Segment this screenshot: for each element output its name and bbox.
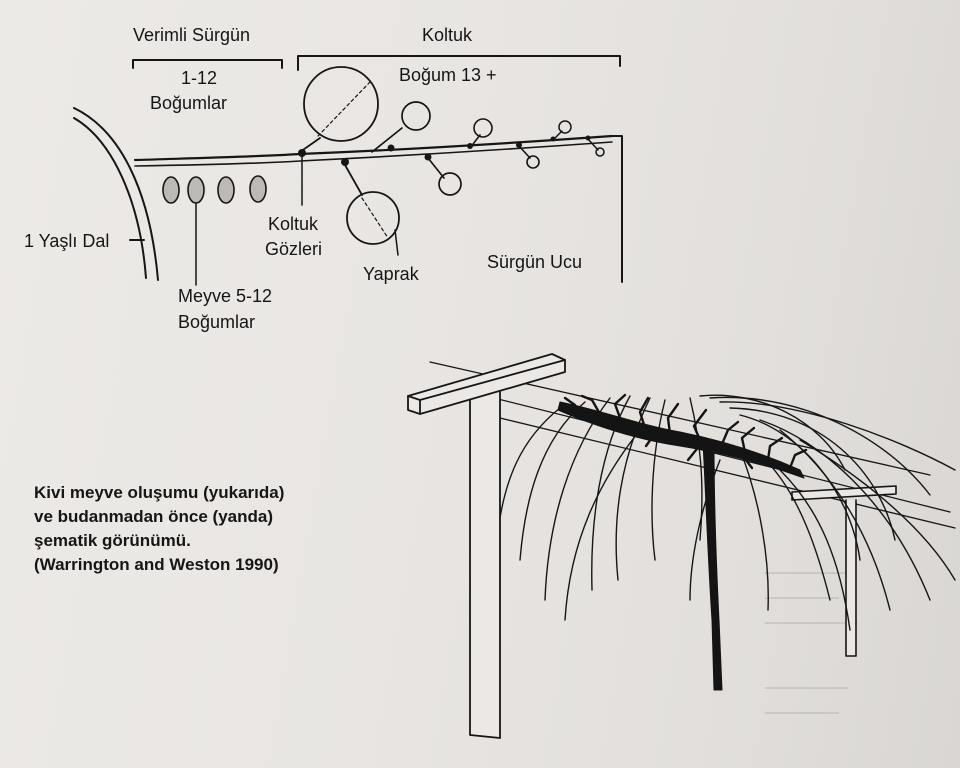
axillary-bud: [467, 143, 473, 149]
near-trellis-post: [407, 353, 566, 739]
cane: [759, 419, 931, 601]
trellis-diagram: [407, 353, 956, 739]
label-meyve-1: Meyve 5-12: [178, 286, 273, 306]
cane: [779, 429, 891, 611]
bleed-through-text: ▁▁▁▁▁▁▁▁: [765, 700, 839, 714]
cane: [689, 397, 703, 541]
shoot-structure-diagram: [73, 55, 623, 286]
cane: [651, 399, 666, 561]
axillary-bud: [424, 153, 432, 161]
one-year-branch: [73, 117, 147, 279]
bracket-koltuk: [297, 55, 621, 71]
cane: [615, 397, 651, 581]
cane: [719, 401, 956, 471]
fruit-row: [162, 175, 267, 286]
caption-line: Kivi meyve oluşumu (yukarıda): [34, 483, 285, 502]
axillary-bud: [550, 136, 556, 142]
cane: [699, 394, 846, 471]
trunk: [702, 441, 723, 691]
leaf: [518, 145, 540, 169]
cane: [799, 439, 956, 581]
axillary-buds: [298, 135, 591, 166]
axillary-bud: [516, 142, 522, 148]
axillary-bud: [341, 158, 349, 166]
label-koltuk: Koltuk: [422, 25, 473, 45]
fruit: [217, 176, 235, 204]
fruit: [187, 176, 205, 204]
cane: [729, 407, 896, 541]
label-yaprak: Yaprak: [363, 264, 419, 284]
vine-spurs: [563, 393, 808, 470]
fruit: [249, 175, 267, 203]
axillary-bud: [298, 149, 306, 157]
bleed-through-text: ▁▁▁▁▁▁▁▁▁: [765, 560, 849, 574]
label-koltuk-gozleri-1: Koltuk: [268, 214, 319, 234]
axillary-bud: [387, 144, 395, 152]
bleed-through-text: ▁▁▁▁▁▁▁▁: [765, 585, 839, 599]
bracket-verimli-surgun: [132, 59, 283, 69]
label-bogumlar: Boğumlar: [150, 93, 228, 113]
one-year-branch: [73, 107, 159, 281]
leaf: [344, 164, 400, 256]
figure-caption: Kivi meyve oluşumu (yukarıda) ve budanma…: [34, 481, 284, 577]
cane: [519, 401, 586, 561]
cane: [759, 454, 831, 601]
cane: [497, 407, 561, 531]
label-nodes-range: 1-12: [181, 68, 218, 88]
label-meyve-2: Boğumlar: [178, 312, 256, 332]
label-bogum-13: Boğum 13 +: [399, 65, 497, 85]
bleed-through-text: ▁▁▁▁▁▁▁▁▁▁: [765, 610, 858, 624]
cane: [544, 397, 611, 601]
leaf: [552, 120, 572, 141]
label-bir-yasli-dal: 1 Yaşlı Dal: [24, 231, 110, 251]
leaf: [427, 157, 462, 196]
caption-line: ve budanmadan önce (yanda): [34, 507, 273, 526]
cane: [779, 469, 851, 631]
label-verimli-surgun: Verimli Sürgün: [133, 25, 251, 45]
leaf: [371, 101, 431, 153]
axillary-bud: [585, 135, 591, 141]
cane: [739, 449, 769, 611]
cane: [709, 396, 931, 496]
far-trellis-post: [791, 485, 897, 657]
fruiting-shoot: [134, 141, 613, 167]
bleed-through-text: ▁▁▁▁▁▁▁▁▁: [765, 675, 849, 689]
fruiting-shoot: [133, 134, 614, 162]
label-surgun-ucu: Sürgün Ucu: [487, 252, 583, 272]
label-koltuk-gozleri-2: Gözleri: [265, 239, 323, 259]
leaf: [299, 66, 379, 153]
vine-trunk: [557, 401, 805, 691]
cordon: [557, 401, 805, 479]
caption-line: (Warrington and Weston 1990): [34, 555, 279, 574]
fruit: [162, 176, 180, 204]
shoot-tip-outline: [611, 135, 623, 283]
caption-line: şematik görünümü.: [34, 531, 191, 550]
leaf: [587, 138, 605, 157]
cane: [564, 429, 641, 621]
